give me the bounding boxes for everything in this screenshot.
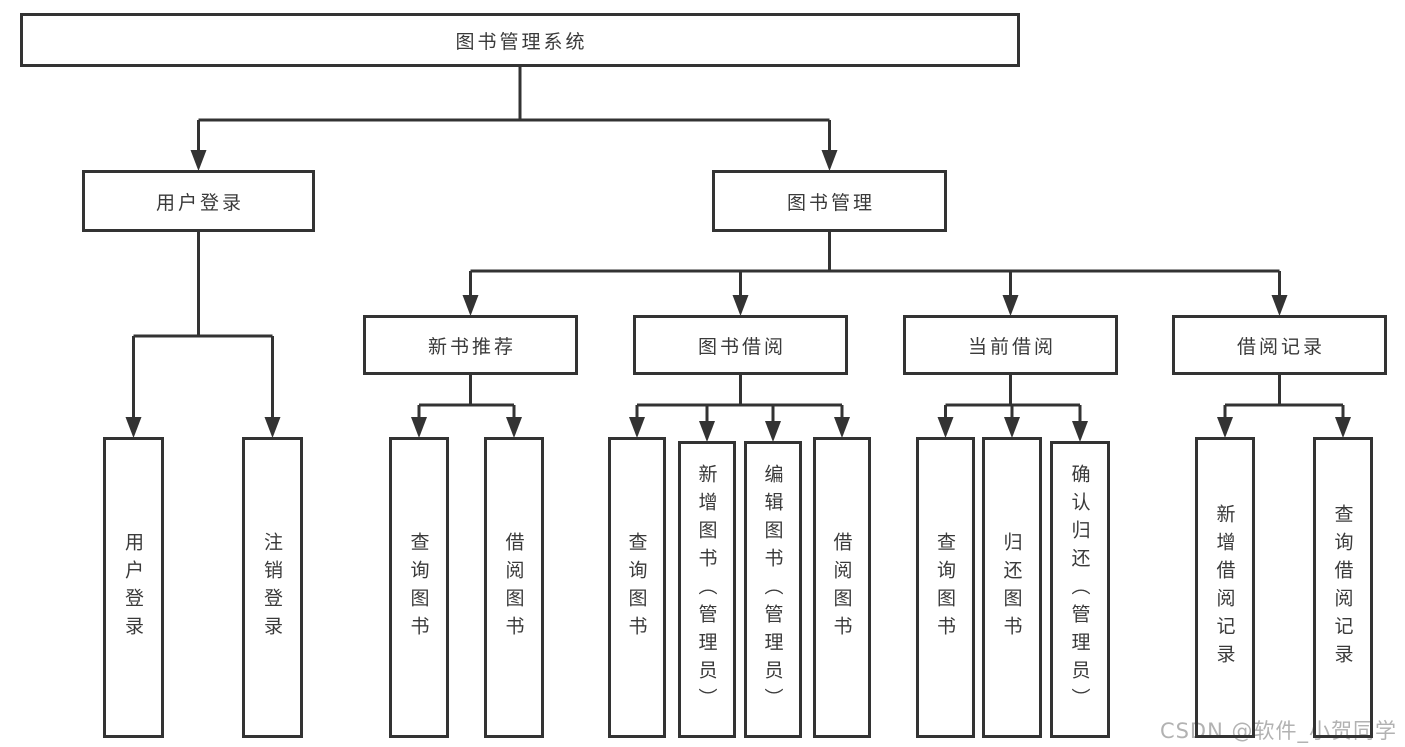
node-book-management: 图书管理 [712, 170, 947, 232]
node-book-borrowing: 图书借阅 [633, 315, 848, 375]
node-add-books-admin: 新增图书（管理员） [678, 441, 736, 738]
node-add-borrowing-record-label: 新增借阅记录 [1213, 503, 1236, 672]
arrowhead-down-icon [732, 295, 749, 316]
connector-borrow [635, 375, 844, 424]
node-borrowing-records-label: 借阅记录 [1236, 335, 1325, 358]
node-user-login-label: 用户登录 [155, 191, 244, 214]
connector-mgmt [469, 232, 1281, 298]
arrowhead-down-icon [1072, 421, 1088, 442]
node-query-borrowing-record: 查询借阅记录 [1313, 437, 1373, 738]
node-return-books-label: 归还图书 [1000, 531, 1023, 644]
arrowhead-down-icon [506, 417, 522, 438]
node-borrow-books-recommend: 借阅图书 [484, 437, 544, 738]
node-logout-label: 注销登录 [261, 531, 283, 644]
arrowhead-down-icon [125, 417, 142, 438]
node-query-books-borrow-label: 查询图书 [625, 531, 648, 644]
node-current-borrowing: 当前借阅 [903, 315, 1118, 375]
node-book-management-label: 图书管理 [786, 191, 875, 214]
connector-record [1223, 375, 1345, 420]
connector-rec [417, 375, 516, 420]
node-query-books-current: 查询图书 [916, 437, 975, 738]
arrowhead-down-icon [264, 417, 281, 438]
arrowhead-down-icon [821, 150, 838, 171]
node-return-books: 归还图书 [982, 437, 1042, 738]
node-current-borrowing-label: 当前借阅 [967, 335, 1056, 358]
node-query-books-recommend: 查询图书 [389, 437, 449, 738]
arrowhead-down-icon [1004, 417, 1020, 438]
node-query-books-current-label: 查询图书 [934, 531, 956, 644]
node-library-management-system: 图书管理系统 [20, 13, 1020, 67]
node-new-book-recommend-label: 新书推荐 [427, 335, 516, 358]
node-query-books-borrow: 查询图书 [608, 437, 666, 738]
arrowhead-down-icon [462, 295, 479, 316]
connector-login [132, 232, 274, 420]
node-borrow-books-label: 借阅图书 [830, 531, 853, 644]
node-borrowing-records: 借阅记录 [1172, 315, 1387, 375]
connector-root [197, 67, 831, 153]
node-add-borrowing-record: 新增借阅记录 [1195, 437, 1255, 738]
arrowhead-down-icon [765, 421, 781, 442]
node-book-borrowing-label: 图书借阅 [697, 335, 786, 358]
node-edit-books-admin-label: 编辑图书（管理员） [761, 463, 784, 716]
node-query-books-recommend-label: 查询图书 [407, 531, 430, 644]
arrowhead-down-icon [1002, 295, 1019, 316]
arrowhead-down-icon [411, 417, 427, 438]
arrowhead-down-icon [1217, 417, 1233, 438]
arrowhead-down-icon [190, 150, 207, 171]
arrowhead-down-icon [629, 417, 645, 438]
node-confirm-return-admin: 确认归还（管理员） [1050, 441, 1110, 738]
node-logout: 注销登录 [242, 437, 303, 738]
node-library-management-system-label: 图书管理系统 [455, 30, 588, 53]
arrowhead-down-icon [834, 417, 850, 438]
node-user-login: 用户登录 [82, 170, 315, 232]
connector-current [944, 375, 1082, 424]
node-query-borrowing-record-label: 查询借阅记录 [1331, 503, 1354, 672]
node-user-login-action: 用户登录 [103, 437, 164, 738]
node-edit-books-admin: 编辑图书（管理员） [744, 441, 802, 738]
arrowhead-down-icon [699, 421, 715, 442]
node-confirm-return-admin-label: 确认归还（管理员） [1068, 463, 1091, 716]
node-add-books-admin-label: 新增图书（管理员） [695, 463, 718, 716]
node-new-book-recommend: 新书推荐 [363, 315, 578, 375]
node-user-login-action-label: 用户登录 [122, 531, 144, 644]
arrowhead-down-icon [1271, 295, 1288, 316]
node-borrow-books: 借阅图书 [813, 437, 871, 738]
arrowhead-down-icon [937, 417, 954, 438]
node-borrow-books-recommend-label: 借阅图书 [502, 531, 525, 644]
arrowhead-down-icon [1335, 417, 1351, 438]
